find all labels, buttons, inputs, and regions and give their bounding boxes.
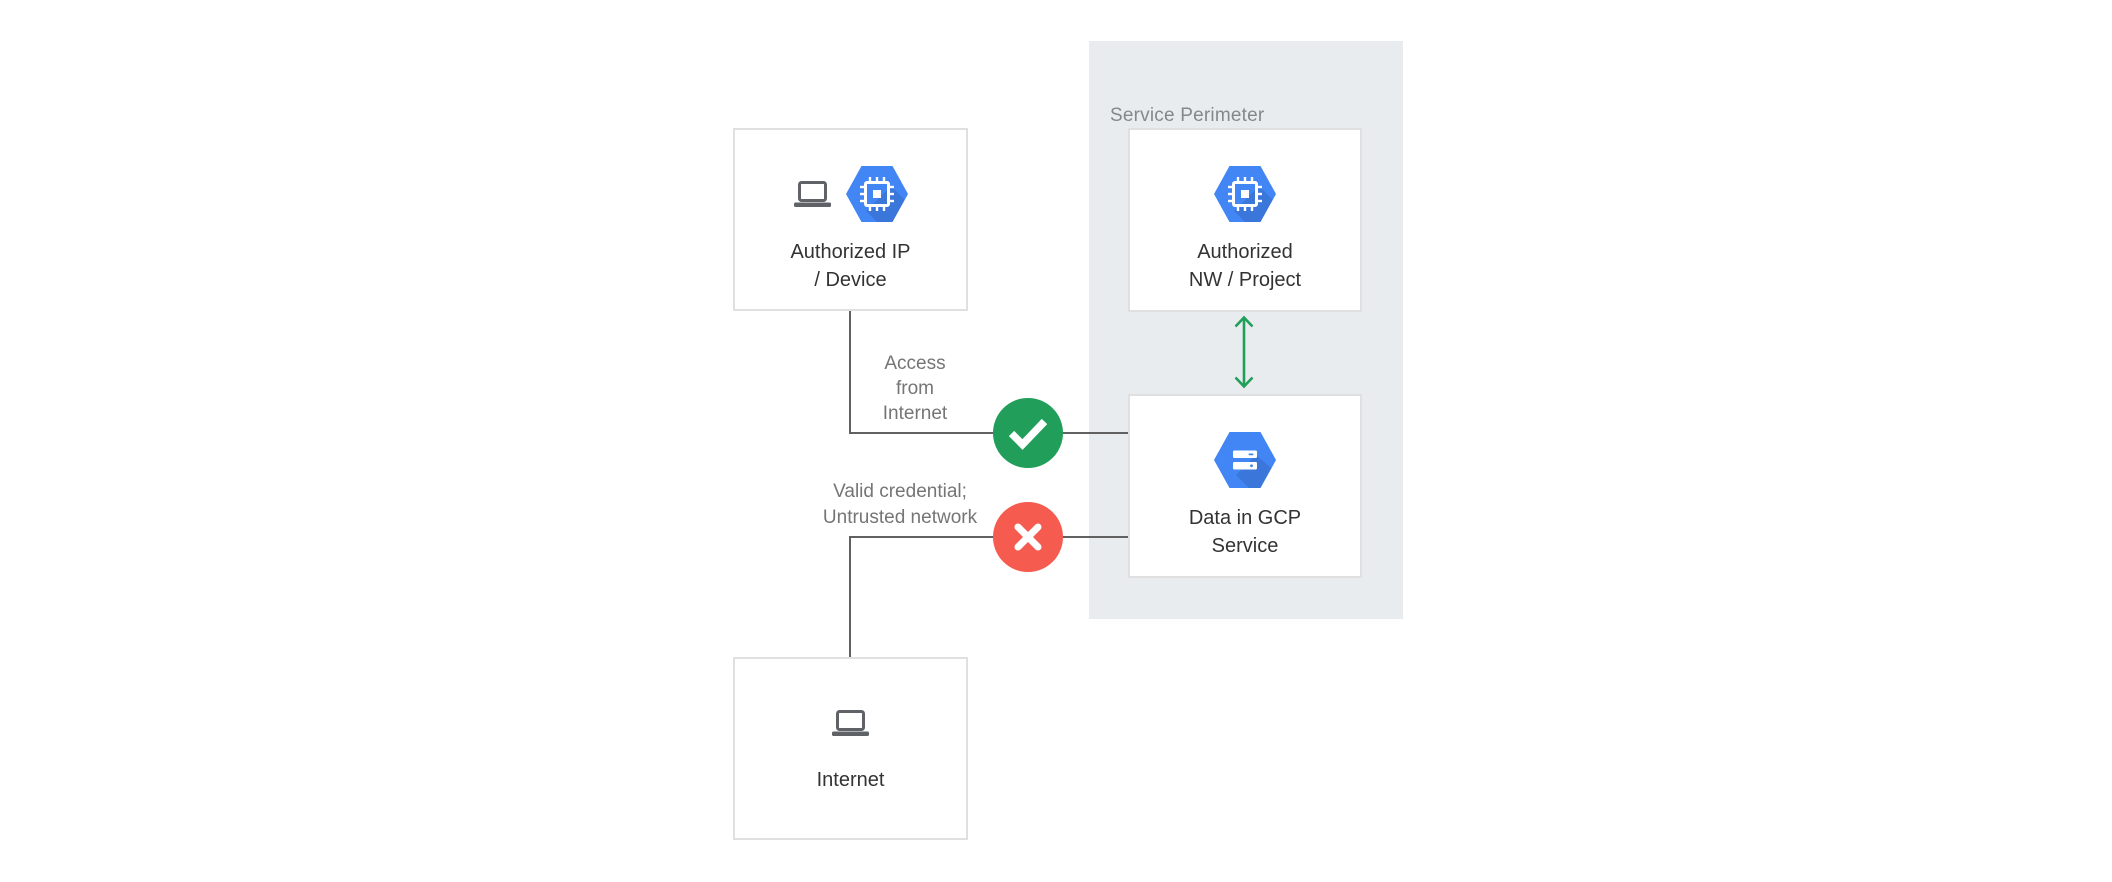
- node-authorized-ip-device: Authorized IP / Device: [733, 128, 968, 311]
- laptop-icon: [794, 181, 831, 207]
- laptop-icon: [832, 710, 869, 736]
- node-internet: Internet: [733, 657, 968, 840]
- double-arrow-icon: [1234, 315, 1254, 389]
- check-icon: [1008, 418, 1048, 450]
- allowed-badge: [993, 398, 1063, 468]
- node-label-internet: Internet: [816, 769, 885, 791]
- edge-label-valid-credential-untrusted-network: Valid credential; Untrusted network: [822, 481, 978, 528]
- connector-allowed-horizontal: [849, 432, 1128, 434]
- node-icon-row: [1214, 166, 1276, 222]
- node-label-authorized-ip-device: Authorized IP / Device: [790, 241, 911, 291]
- connector-denied-horizontal: [849, 536, 1128, 538]
- x-icon: [1014, 523, 1042, 551]
- compute-engine-hexagon-icon: [846, 166, 908, 222]
- connector-allowed-vertical: [849, 311, 851, 433]
- node-authorized-nw-project: Authorized NW / Project: [1128, 128, 1362, 312]
- cloud-storage-hexagon-icon: [1214, 432, 1276, 488]
- compute-engine-hexagon-icon: [1214, 166, 1276, 222]
- denied-badge: [993, 502, 1063, 572]
- node-data-in-gcp-service: Data in GCP Service: [1128, 394, 1362, 578]
- service-perimeter-label: Service Perimeter: [1110, 105, 1265, 126]
- node-icon-row: [831, 708, 870, 738]
- edge-label-access-from-internet: Access from Internet: [882, 353, 948, 424]
- node-icon-row: [793, 166, 908, 222]
- node-icon-row: [1214, 432, 1276, 488]
- connector-denied-vertical: [849, 537, 851, 658]
- node-label-authorized-nw-project: Authorized NW / Project: [1188, 241, 1302, 291]
- node-label-data-in-gcp-service: Data in GCP Service: [1188, 507, 1302, 557]
